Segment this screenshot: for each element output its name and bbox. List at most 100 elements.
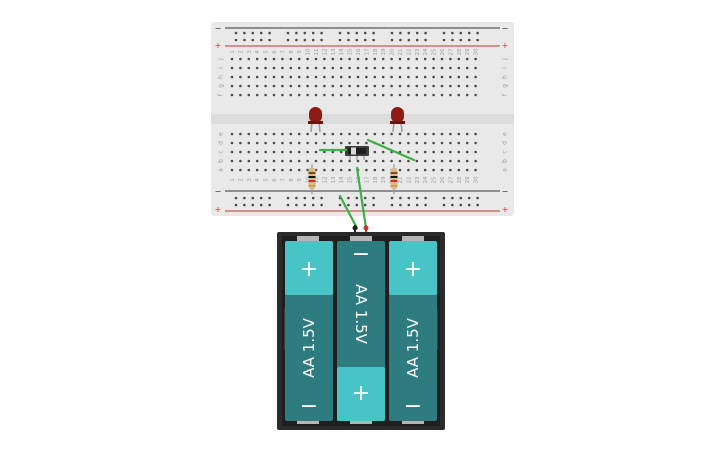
terminal-hole[interactable] <box>230 141 234 145</box>
terminal-hole[interactable] <box>314 150 318 154</box>
terminal-hole[interactable] <box>440 84 444 88</box>
rail-hole[interactable] <box>467 31 471 35</box>
terminal-hole[interactable] <box>432 132 435 136</box>
terminal-hole[interactable] <box>390 57 393 61</box>
terminal-hole[interactable] <box>398 66 402 70</box>
terminal-hole[interactable] <box>381 159 385 163</box>
terminal-hole[interactable] <box>297 150 301 154</box>
terminal-hole[interactable] <box>272 57 276 61</box>
terminal-hole[interactable] <box>239 57 242 61</box>
terminal-hole[interactable] <box>398 75 402 79</box>
terminal-hole[interactable] <box>281 57 284 61</box>
rail-hole[interactable] <box>363 196 367 200</box>
rail-hole[interactable] <box>303 196 307 200</box>
terminal-hole[interactable] <box>255 168 259 172</box>
terminal-hole[interactable] <box>264 168 267 172</box>
terminal-hole[interactable] <box>449 132 452 136</box>
rail-hole[interactable] <box>311 196 315 200</box>
terminal-hole[interactable] <box>281 75 284 79</box>
rail-hole[interactable] <box>303 203 307 207</box>
terminal-hole[interactable] <box>264 57 267 61</box>
terminal-hole[interactable] <box>230 93 234 97</box>
rail-hole[interactable] <box>459 31 463 35</box>
terminal-hole[interactable] <box>440 93 444 97</box>
terminal-hole[interactable] <box>373 57 377 61</box>
terminal-hole[interactable] <box>474 141 477 145</box>
terminal-hole[interactable] <box>356 57 360 61</box>
led-left[interactable] <box>308 107 323 133</box>
rail-hole[interactable] <box>286 38 290 42</box>
terminal-hole[interactable] <box>440 57 444 61</box>
rail-hole[interactable] <box>286 196 290 200</box>
terminal-hole[interactable] <box>457 57 461 61</box>
rail-hole[interactable] <box>243 203 246 207</box>
terminal-hole[interactable] <box>474 150 477 154</box>
terminal-hole[interactable] <box>423 150 427 154</box>
rail-hole[interactable] <box>399 203 402 207</box>
terminal-hole[interactable] <box>289 150 293 154</box>
terminal-hole[interactable] <box>465 66 469 70</box>
rail-hole[interactable] <box>467 38 471 42</box>
terminal-hole[interactable] <box>255 93 259 97</box>
terminal-hole[interactable] <box>356 159 360 163</box>
terminal-hole[interactable] <box>474 159 477 163</box>
terminal-hole[interactable] <box>247 132 251 136</box>
terminal-hole[interactable] <box>306 93 309 97</box>
battery-negative-terminal[interactable] <box>352 225 358 231</box>
terminal-hole[interactable] <box>239 132 242 136</box>
terminal-hole[interactable] <box>449 141 452 145</box>
terminal-hole[interactable] <box>264 150 267 154</box>
terminal-hole[interactable] <box>423 132 427 136</box>
terminal-hole[interactable] <box>465 159 469 163</box>
terminal-hole[interactable] <box>331 141 335 145</box>
terminal-hole[interactable] <box>423 141 427 145</box>
terminal-hole[interactable] <box>373 84 377 88</box>
terminal-hole[interactable] <box>297 75 301 79</box>
terminal-hole[interactable] <box>339 57 343 61</box>
rail-hole[interactable] <box>363 38 367 42</box>
rail-hole[interactable] <box>243 31 246 35</box>
rail-hole[interactable] <box>320 203 323 207</box>
terminal-hole[interactable] <box>281 132 284 136</box>
terminal-hole[interactable] <box>339 75 343 79</box>
terminal-hole[interactable] <box>264 159 267 163</box>
rail-hole[interactable] <box>251 196 255 200</box>
terminal-hole[interactable] <box>281 150 284 154</box>
rail-hole[interactable] <box>347 196 350 200</box>
terminal-hole[interactable] <box>356 141 360 145</box>
terminal-hole[interactable] <box>423 75 427 79</box>
rail-hole[interactable] <box>286 203 290 207</box>
terminal-hole[interactable] <box>339 66 343 70</box>
terminal-hole[interactable] <box>449 75 452 79</box>
terminal-hole[interactable] <box>381 84 385 88</box>
rail-hole[interactable] <box>234 203 238 207</box>
terminal-hole[interactable] <box>297 93 301 97</box>
terminal-hole[interactable] <box>449 66 452 70</box>
terminal-hole[interactable] <box>457 159 461 163</box>
terminal-hole[interactable] <box>415 159 419 163</box>
terminal-hole[interactable] <box>381 93 385 97</box>
terminal-hole[interactable] <box>331 66 335 70</box>
terminal-hole[interactable] <box>348 159 351 163</box>
terminal-hole[interactable] <box>339 168 343 172</box>
terminal-hole[interactable] <box>247 66 251 70</box>
terminal-hole[interactable] <box>465 141 469 145</box>
terminal-hole[interactable] <box>281 93 284 97</box>
terminal-hole[interactable] <box>407 168 410 172</box>
terminal-hole[interactable] <box>407 84 410 88</box>
terminal-hole[interactable] <box>432 57 435 61</box>
terminal-hole[interactable] <box>264 66 267 70</box>
rail-hole[interactable] <box>467 203 471 207</box>
slide-switch[interactable] <box>345 146 369 160</box>
terminal-hole[interactable] <box>255 141 259 145</box>
rail-hole[interactable] <box>399 31 402 35</box>
terminal-hole[interactable] <box>440 150 444 154</box>
terminal-hole[interactable] <box>457 141 461 145</box>
terminal-hole[interactable] <box>373 150 377 154</box>
terminal-hole[interactable] <box>457 84 461 88</box>
terminal-hole[interactable] <box>255 132 259 136</box>
terminal-hole[interactable] <box>465 84 469 88</box>
rail-hole[interactable] <box>459 196 463 200</box>
rail-hole[interactable] <box>303 31 307 35</box>
terminal-hole[interactable] <box>457 66 461 70</box>
